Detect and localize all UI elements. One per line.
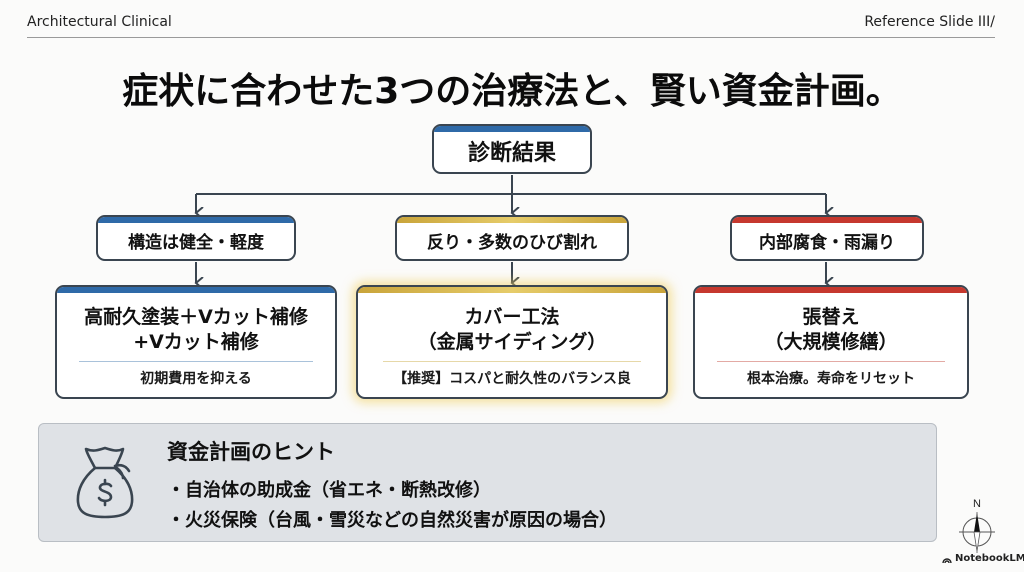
treatment-subtitle: （大規模修繕） — [764, 330, 898, 353]
brand-watermark: NotebookLM — [942, 553, 1024, 564]
condition-label: 反り・多数のひび割れ — [427, 232, 597, 253]
hint-item-insurance: ・火災保険（台風・雪災などの自然災害が原因の場合） — [167, 510, 617, 531]
treatment-subtitle: （金属サイディング） — [417, 330, 607, 353]
diagnosis-root-box: 診断結果 — [432, 124, 592, 174]
page-title: 症状に合わせた3つの治療法と、賢い資金計画。 — [122, 71, 902, 112]
condition-box-cracks: 反り・多数のひび割れ — [395, 215, 629, 261]
accent-bar-red — [732, 217, 922, 223]
accent-bar-gold — [358, 287, 666, 293]
treatment-note: 根本治療。寿命をリセット — [747, 370, 915, 387]
divider — [716, 360, 946, 362]
divider — [79, 360, 313, 362]
condition-label: 内部腐食・雨漏り — [759, 232, 895, 253]
root-label: 診断結果 — [467, 141, 556, 166]
accent-bar-blue — [57, 287, 335, 293]
hint-item-subsidy: ・自治体の助成金（省エネ・断熱改修） — [167, 480, 491, 501]
header-right-label: Reference Slide III/ — [864, 14, 995, 30]
header-left-label: Architectural Clinical — [27, 14, 172, 30]
hint-title: 資金計画のヒント — [167, 440, 335, 464]
treatment-box-cover-method: カバー工法 （金属サイディング） 【推奨】コスパと耐久性のバランス良 — [356, 285, 668, 399]
condition-box-corrosion: 内部腐食・雨漏り — [730, 215, 924, 261]
funding-hint-panel: 資金計画のヒント ・自治体の助成金（省エネ・断熱改修） ・火災保険（台風・雪災な… — [38, 423, 937, 542]
condition-box-mild: 構造は健全・軽度 — [96, 215, 296, 261]
compass-north-label: N — [973, 498, 981, 510]
treatment-title: 高耐久塗装＋Vカット補修 — [84, 305, 308, 328]
treatment-note: 初期費用を抑える — [140, 370, 252, 387]
treatment-box-replacement: 張替え （大規模修繕） 根本治療。寿命をリセット — [693, 285, 969, 399]
divider — [382, 360, 642, 362]
accent-bar-blue — [98, 217, 294, 223]
condition-label: 構造は健全・軽度 — [128, 232, 264, 253]
accent-bar-red — [695, 287, 967, 293]
money-bag-icon — [76, 446, 134, 519]
treatment-title: 張替え — [802, 305, 860, 328]
accent-bar-gold — [397, 217, 627, 223]
brand-label: NotebookLM — [955, 553, 1024, 564]
compass-icon: N — [959, 498, 995, 553]
header-divider — [27, 37, 995, 38]
notebooklm-logo-icon — [942, 557, 952, 563]
treatment-note: 【推奨】コスパと耐久性のバランス良 — [393, 370, 631, 387]
treatment-subtitle: +Vカット補修 — [133, 330, 259, 353]
treatment-box-coating: 高耐久塗装＋Vカット補修 +Vカット補修 初期費用を抑える — [55, 285, 337, 399]
treatment-title: カバー工法 — [464, 305, 560, 328]
root-accent-bar — [434, 126, 590, 132]
